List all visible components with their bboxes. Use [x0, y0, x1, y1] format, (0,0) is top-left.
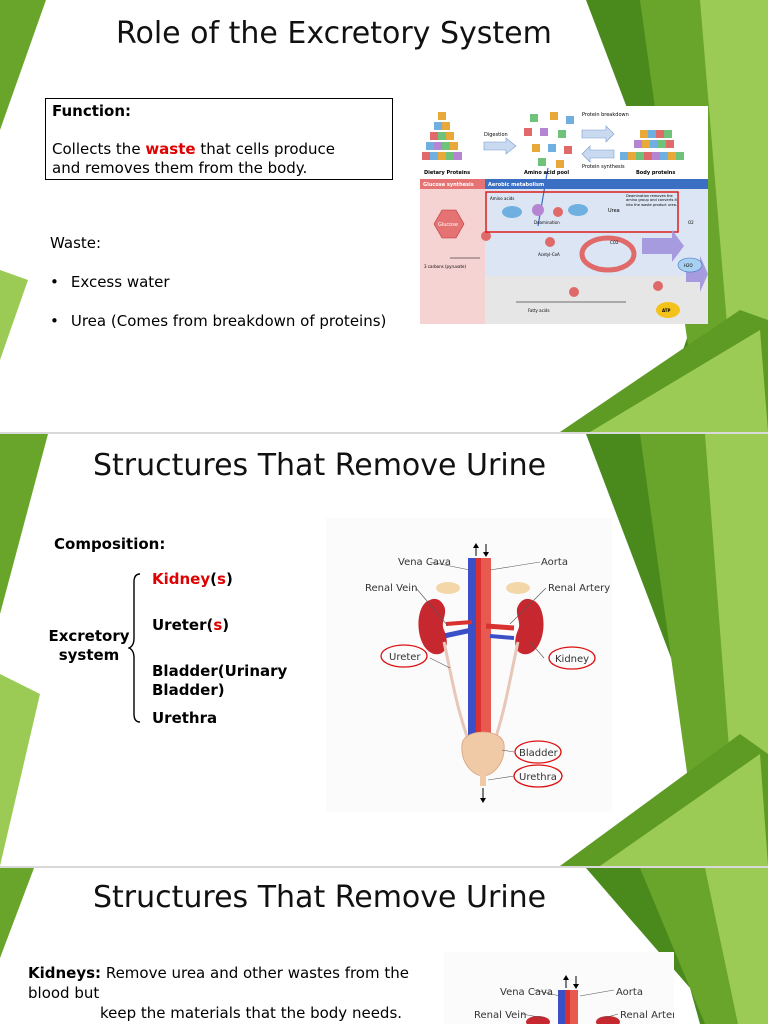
slide-role-of-excretory-system: Role of the Excretory System Function: C… [0, 0, 768, 432]
kidneys-line-1: Kidneys: Remove urea and other wastes fr… [28, 963, 448, 983]
bullet-text: Excess water [70, 273, 170, 291]
bladder-line1: Bladder(Urinary [152, 662, 288, 680]
co2-label: CO2 [610, 240, 619, 245]
function-line-1: Collects the waste that cells produce [52, 140, 386, 159]
paren-close: ) [225, 570, 233, 588]
kidneys-line-3: keep the materials that the body needs. [100, 1004, 403, 1022]
urinary-anatomy-art-partial: Vena Cava Aorta Renal Vein Renal Artery [474, 975, 682, 1024]
kidney-label: Kidney [555, 654, 589, 665]
protein-metabolism-diagram: Dietary Proteins Digestion Amino acid po… [420, 106, 708, 324]
plural-s: s [213, 616, 223, 634]
body-protein-blocks [620, 130, 684, 160]
protein-synthesis-label: Protein synthesis [582, 164, 625, 170]
composition-label: Composition: [54, 535, 166, 553]
body-proteins-label: Body proteins [636, 170, 675, 176]
amino-acids-label: Amino acids [490, 196, 514, 201]
function-text-pre: Collects the [52, 140, 146, 158]
item-kidneys: Kidney(s) [152, 570, 233, 588]
paren-open: ( [210, 570, 217, 588]
kidneys-description: Kidneys: Remove urea and other wastes fr… [28, 963, 448, 1023]
urethra-label: Urethra [519, 772, 557, 783]
urinary-system-diagram: Vena Cava Aorta Renal Vein Renal Artery … [326, 518, 612, 812]
ureter-text: Ureter [152, 616, 207, 634]
excretory-system-label: Excretory system [44, 627, 134, 665]
item-urethra: Urethra [152, 709, 218, 727]
kidney-text: Kidney [152, 570, 211, 588]
system-label-line2: system [58, 646, 120, 664]
bullet-dot: • [50, 312, 59, 330]
bullet-dot: • [50, 273, 59, 291]
renal-artery-label: Renal Artery [620, 1010, 674, 1021]
kidneys-line-2: blood but [28, 984, 100, 1002]
dietary-proteins-label: Dietary Proteins [424, 170, 470, 176]
deamination-note: Deamination removes the amino group and … [626, 194, 677, 207]
function-heading: Function: [52, 102, 132, 120]
function-box: Function: Collects the waste that cells … [45, 98, 393, 180]
urinary-anatomy-art: Vena Cava Aorta Renal Vein Renal Artery … [365, 543, 610, 803]
renal-vein-label: Renal Vein [474, 1010, 526, 1021]
slide-divider [0, 866, 768, 868]
waste-keyword: waste [145, 140, 196, 158]
page-title: Structures That Remove Urine [93, 448, 547, 483]
function-text-post: that cells produce [195, 140, 336, 158]
paren-open: ( [206, 616, 214, 634]
plural-s: s [217, 570, 226, 588]
page-title: Structures That Remove Urine [93, 880, 547, 915]
slide-structures-remove-urine-2: Structures That Remove Urine Kidneys: Re… [0, 868, 768, 1024]
acetyl-coa-label: Acetyl-CoA [538, 252, 560, 257]
protein-breakdown-label: Protein breakdown [582, 112, 629, 118]
slide-structures-remove-urine: Structures That Remove Urine Composition… [0, 434, 768, 866]
waste-heading: Waste: [50, 234, 102, 252]
digestion-label: Digestion [484, 132, 508, 138]
bullet-excess-water: • Excess water [50, 273, 170, 291]
atp-label: ATP [662, 308, 671, 313]
urinary-system-diagram-partial: Vena Cava Aorta Renal Vein Renal Artery [444, 952, 682, 1024]
system-label-line1: Excretory [48, 627, 130, 645]
ureter-label: Ureter [389, 652, 421, 663]
bladder-label: Bladder [519, 748, 559, 759]
curly-brace [128, 573, 141, 723]
o2-label: O2 [688, 220, 694, 225]
bladder-line2: Bladder) [152, 681, 225, 699]
fatty-acids-label: Fatty acids [528, 308, 550, 313]
three-carbons-label: 3 carbons (pyruvate) [424, 264, 466, 269]
item-bladder: Bladder(Urinary Bladder) [152, 662, 287, 700]
page-title: Role of the Excretory System [116, 16, 552, 51]
paren-close: ) [222, 616, 230, 634]
deamination-label: Deamination [534, 220, 560, 225]
glucose-synthesis-label: Glucose synthesis [423, 182, 474, 188]
bullet-text: Urea (Comes from breakdown of proteins) [70, 312, 387, 330]
aorta-label: Aorta [616, 987, 643, 998]
renal-artery-label: Renal Artery [548, 583, 610, 594]
dietary-protein-blocks [422, 112, 462, 160]
amino-acid-pool-label: Amino acid pool [524, 170, 569, 176]
amino-acid-blocks [524, 112, 574, 168]
h2o-label: H2O [684, 263, 693, 268]
aorta-label: Aorta [541, 557, 568, 568]
item-ureters: Ureter(s) [152, 616, 229, 634]
urea-label: Urea [608, 208, 620, 214]
kidneys-label: Kidneys: [28, 964, 102, 982]
vena-cava-label: Vena Cava [398, 557, 451, 568]
metabolism-diagram-art: Dietary Proteins Digestion Amino acid po… [420, 112, 708, 324]
kidneys-text-1: Remove urea and other wastes from the [101, 964, 409, 982]
slide-divider [0, 432, 768, 434]
glucose-label: Glucose [438, 222, 458, 228]
vena-cava-label: Vena Cava [500, 987, 553, 998]
aerobic-metabolism-label: Aerobic metabolism [488, 182, 544, 188]
bullet-urea: • Urea (Comes from breakdown of proteins) [50, 312, 386, 330]
renal-vein-label: Renal Vein [365, 583, 417, 594]
function-line-2: and removes them from the body. [52, 159, 308, 177]
